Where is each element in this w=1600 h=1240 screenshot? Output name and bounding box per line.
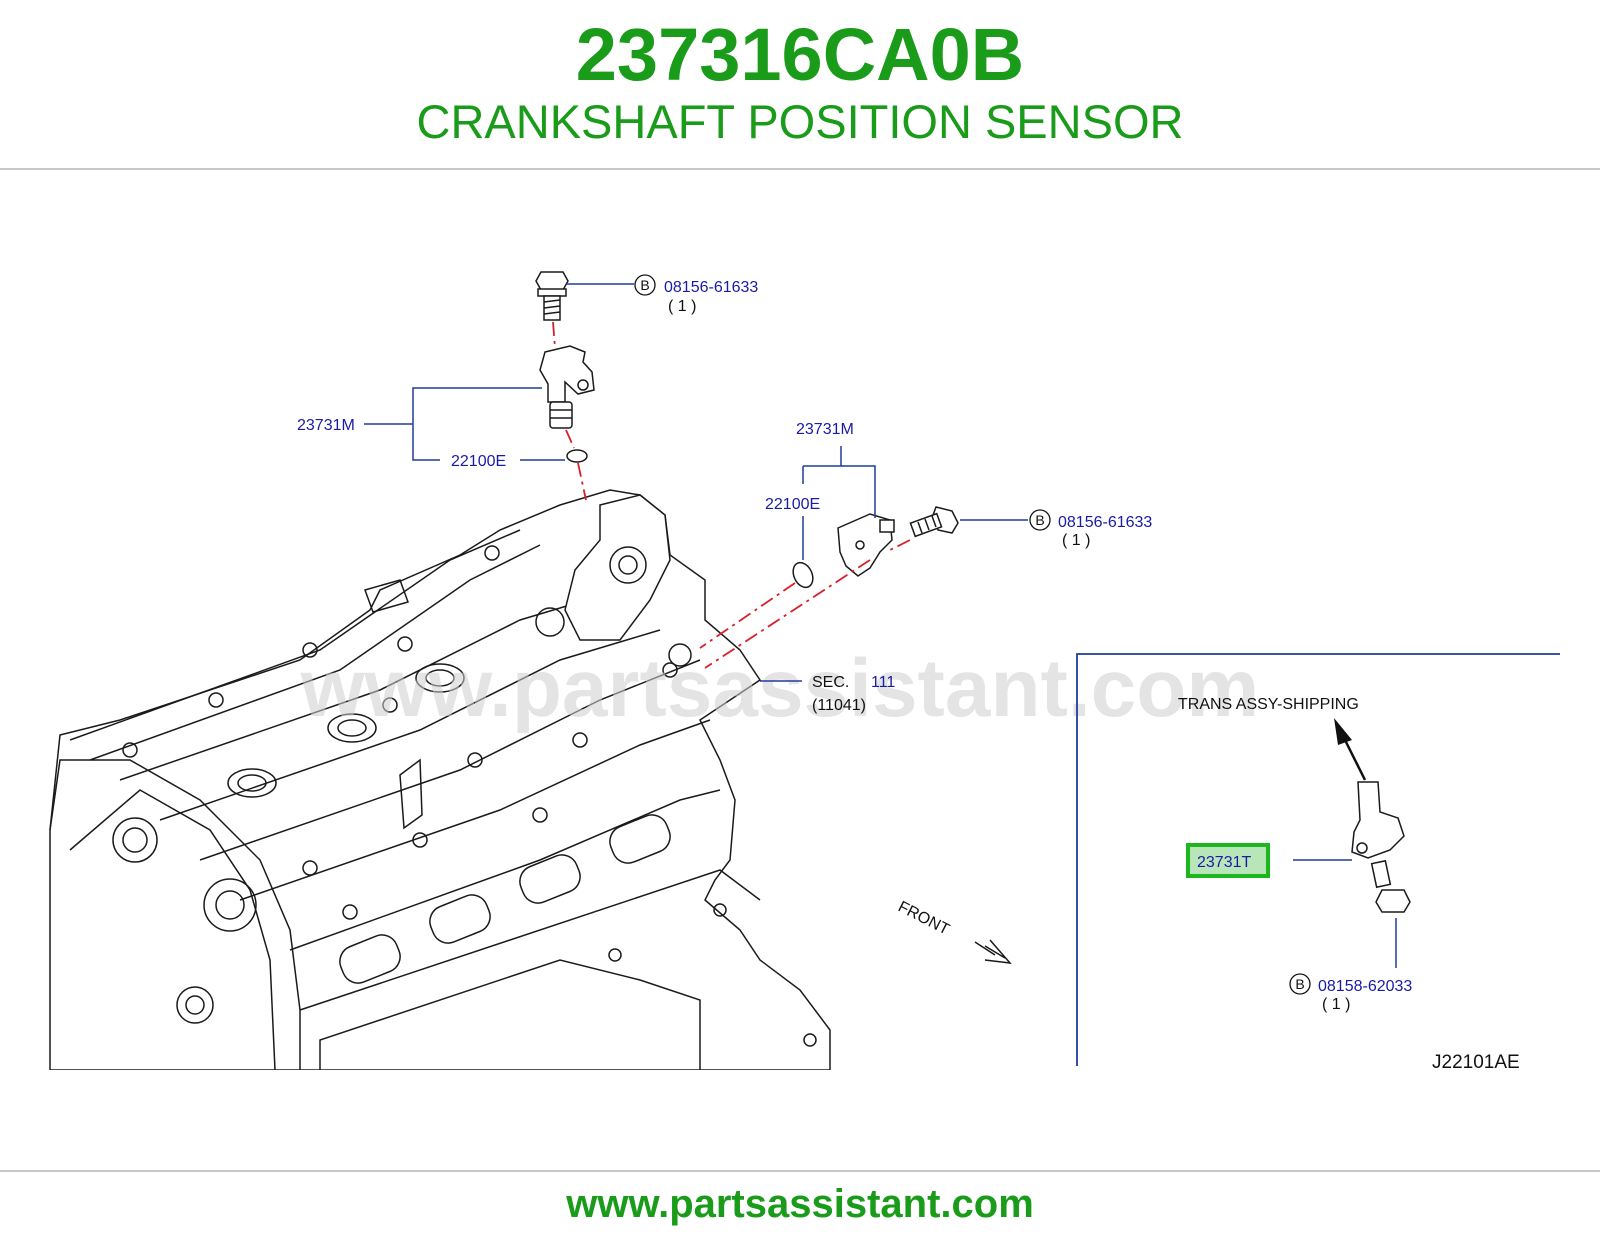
- part-name-subtitle: CRANKSHAFT POSITION SENSOR: [416, 95, 1184, 148]
- svg-text:( 1 ): ( 1 ): [1322, 996, 1350, 1013]
- inset-panel: TRANS ASSY-SHIPPING 23731T B 08158-62033…: [1076, 653, 1560, 1066]
- callout-sensor-top: 23731M: [297, 387, 542, 461]
- parts-diagram: www.partsassistant.com B 08156-61633 ( 1…: [49, 271, 1560, 1070]
- svg-text:FRONT: FRONT: [895, 898, 952, 938]
- inset-sensor-drawing: [1351, 781, 1405, 859]
- svg-text:( 1 ): ( 1 ): [668, 298, 696, 315]
- svg-text:B: B: [1035, 512, 1044, 528]
- engine-cylinder-head-drawing: [49, 489, 831, 1070]
- inset-bolt-drawing: [1370, 859, 1392, 889]
- right-bolt-drawing: [909, 506, 959, 538]
- svg-text:08156-61633: 08156-61633: [1058, 514, 1152, 531]
- right-oring-drawing: [792, 561, 814, 589]
- part-number-title: 237316CA0B: [575, 13, 1025, 96]
- callout-section-reference: SEC. 111 (11041): [760, 674, 895, 714]
- svg-text:B: B: [640, 277, 649, 293]
- svg-text:08156-61633: 08156-61633: [664, 279, 758, 296]
- svg-text:B: B: [1295, 976, 1304, 992]
- svg-text:( 1 ): ( 1 ): [1062, 532, 1090, 549]
- highlighted-part-box: [1186, 843, 1270, 878]
- svg-text:SEC.: SEC.: [812, 674, 849, 691]
- top-oring-drawing: [566, 449, 588, 463]
- svg-text:111: 111: [871, 674, 895, 691]
- svg-text:23731M: 23731M: [796, 421, 854, 438]
- right-sensor-drawing: [837, 513, 895, 577]
- highlighted-part-number: 23731T: [1197, 854, 1251, 871]
- svg-text:(11041): (11041): [812, 697, 866, 714]
- page-header: 237316CA0B CRANKSHAFT POSITION SENSOR: [0, 0, 1600, 168]
- right-assembly-centerline: [699, 539, 911, 669]
- callout-sensor-right: 23731M: [796, 421, 876, 518]
- callout-oring-top: 22100E: [451, 453, 565, 470]
- callout-oring-right: 22100E: [765, 496, 820, 560]
- top-assembly-centerline: [552, 321, 587, 501]
- svg-text:23731M: 23731M: [297, 417, 355, 434]
- footer-divider: [0, 1170, 1600, 1172]
- svg-text:22100E: 22100E: [765, 496, 820, 513]
- header-divider: [0, 168, 1600, 170]
- top-sensor-drawing: [539, 345, 595, 429]
- svg-text:08158-62033: 08158-62033: [1318, 978, 1412, 995]
- front-direction-indicator: FRONT: [895, 898, 1012, 964]
- svg-text:22100E: 22100E: [451, 453, 506, 470]
- callout-bolt-right: B 08156-61633 ( 1 ): [960, 509, 1152, 549]
- callout-bolt-top: B 08156-61633 ( 1 ): [566, 274, 758, 315]
- inset-title: TRANS ASSY-SHIPPING: [1178, 696, 1359, 713]
- footer-site-link[interactable]: www.partsassistant.com: [566, 1182, 1034, 1226]
- watermark: www.partsassistant.com: [300, 643, 1260, 734]
- top-bolt-drawing: [535, 271, 569, 321]
- diagram-code: J22101AE: [1432, 1052, 1520, 1070]
